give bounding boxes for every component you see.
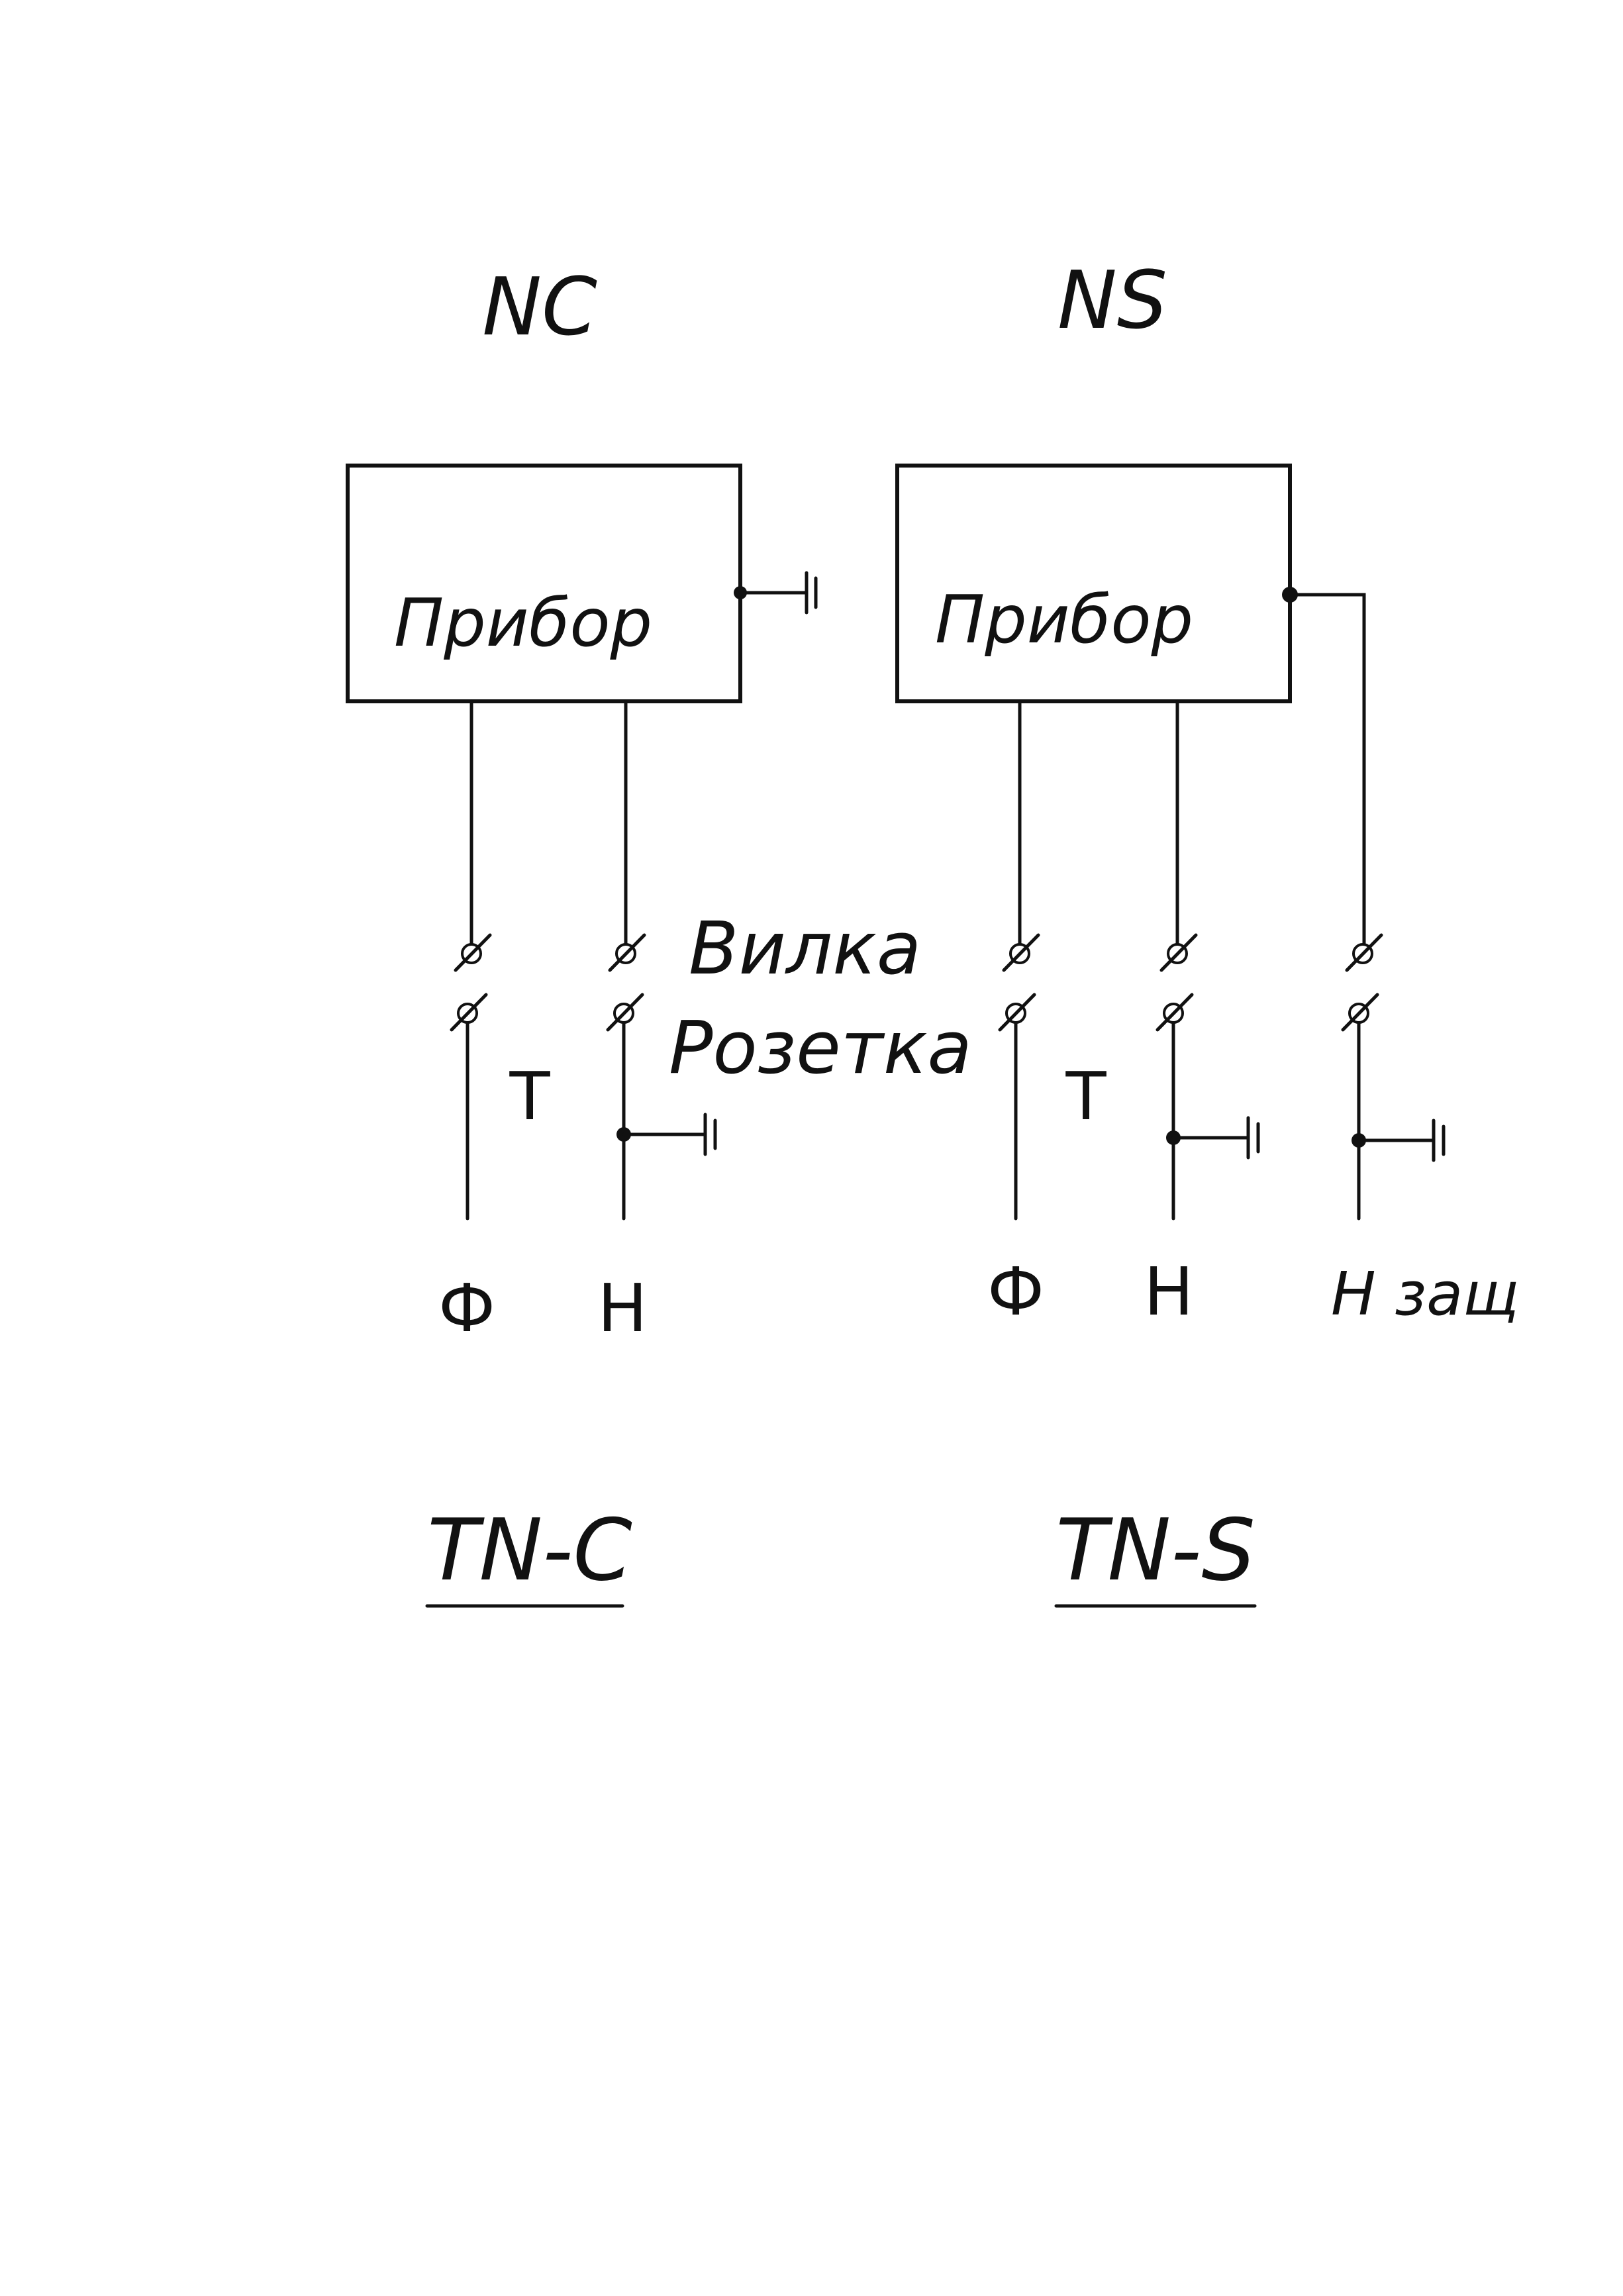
plug-label: Вилка	[689, 906, 921, 991]
right-phase-label: Ф	[987, 1253, 1044, 1330]
right-neutral-ground-icon	[1246, 1116, 1260, 1160]
left-device-label: Прибор	[394, 584, 652, 662]
socket-label: Розетка	[669, 1005, 972, 1090]
left-neutral-ground-icon	[703, 1113, 717, 1156]
left-scheme: Прибор	[346, 464, 818, 1608]
left-neutral-plug-contact	[608, 933, 646, 972]
right-system-label: TN-S	[1056, 1501, 1255, 1600]
right-scheme: Прибор	[895, 464, 1519, 1608]
right-device-label: Прибор	[935, 581, 1193, 658]
right-header: NS	[1057, 255, 1167, 347]
right-protective-ground-icon	[1432, 1119, 1446, 1162]
left-device-box	[346, 464, 742, 703]
left-system-label: TN-C	[427, 1501, 632, 1600]
left-phase-label: Ф	[438, 1270, 495, 1347]
right-protective-label: Н защ	[1331, 1260, 1519, 1329]
right-device-box	[895, 464, 1292, 703]
left-neutral-label: Н	[597, 1270, 647, 1347]
left-t-label: Т	[509, 1058, 550, 1135]
right-neutral-label: Н	[1144, 1253, 1193, 1330]
right-phase-plug-contact	[1002, 933, 1040, 972]
left-phase-plug-contact	[454, 933, 492, 972]
left-housing-ground-icon	[805, 571, 818, 615]
left-header: NC	[482, 262, 597, 354]
right-t-label: Т	[1065, 1058, 1107, 1135]
right-protective-plug-contact	[1345, 933, 1383, 972]
right-neutral-plug-contact	[1159, 933, 1198, 972]
right-protective-wire-upper	[1288, 593, 1366, 946]
